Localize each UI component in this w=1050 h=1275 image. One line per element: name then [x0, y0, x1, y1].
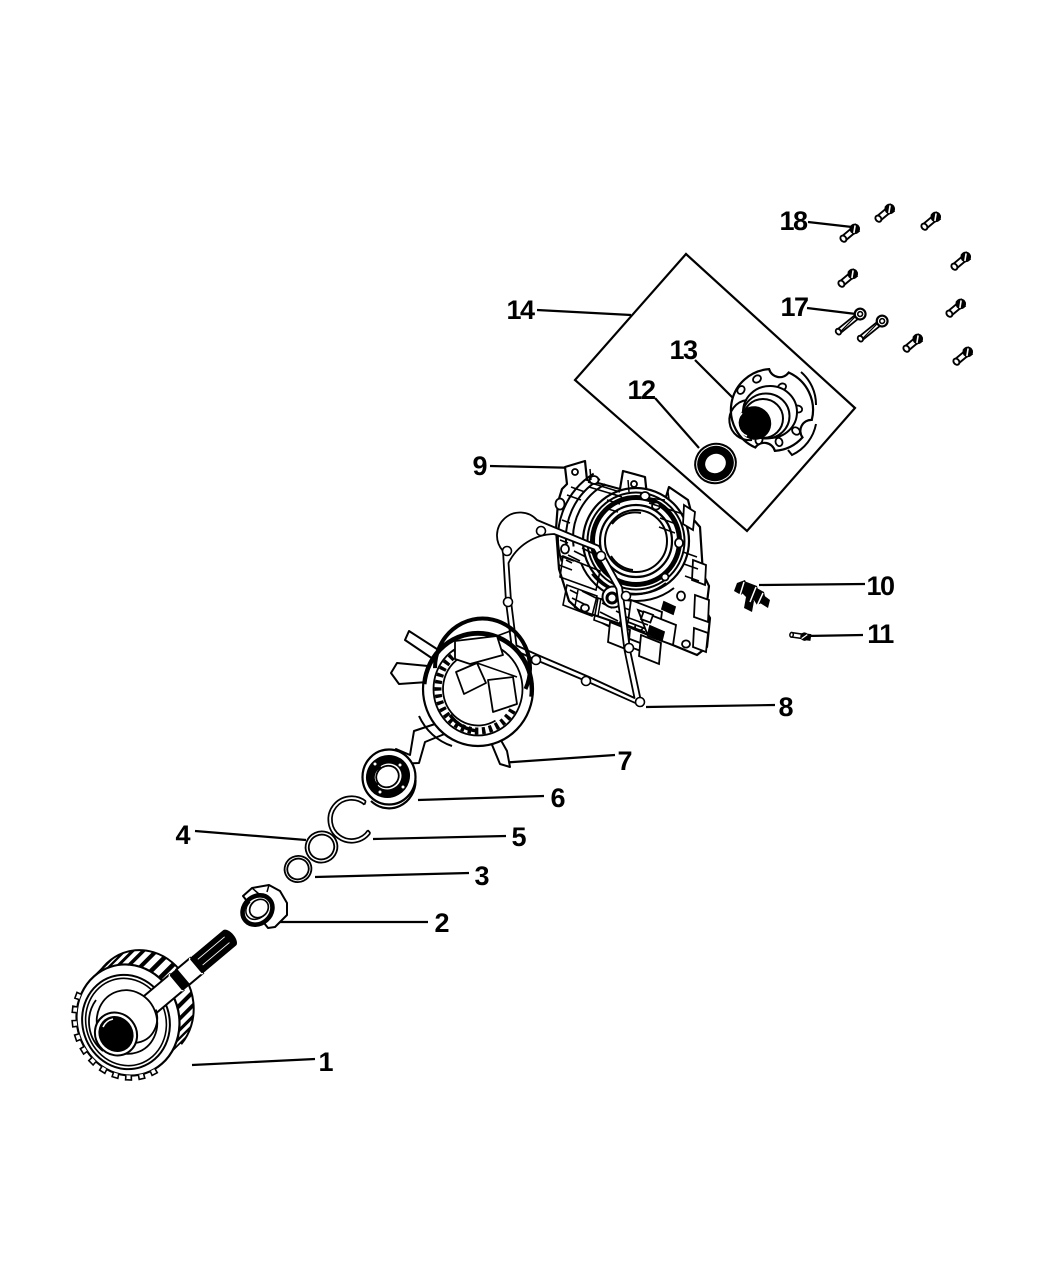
svg-text:10: 10	[866, 571, 894, 601]
svg-text:5: 5	[511, 822, 526, 852]
svg-text:1: 1	[318, 1047, 333, 1077]
svg-text:7: 7	[617, 746, 632, 776]
svg-text:14: 14	[506, 295, 535, 325]
svg-text:4: 4	[175, 820, 190, 850]
svg-text:12: 12	[627, 375, 655, 405]
svg-text:6: 6	[550, 783, 565, 813]
svg-text:11: 11	[867, 619, 894, 649]
svg-text:9: 9	[472, 451, 487, 481]
svg-text:18: 18	[779, 206, 808, 236]
svg-text:2: 2	[434, 908, 449, 938]
svg-text:8: 8	[778, 692, 793, 722]
svg-text:13: 13	[669, 335, 698, 365]
svg-text:17: 17	[780, 292, 808, 322]
svg-text:3: 3	[474, 861, 489, 891]
